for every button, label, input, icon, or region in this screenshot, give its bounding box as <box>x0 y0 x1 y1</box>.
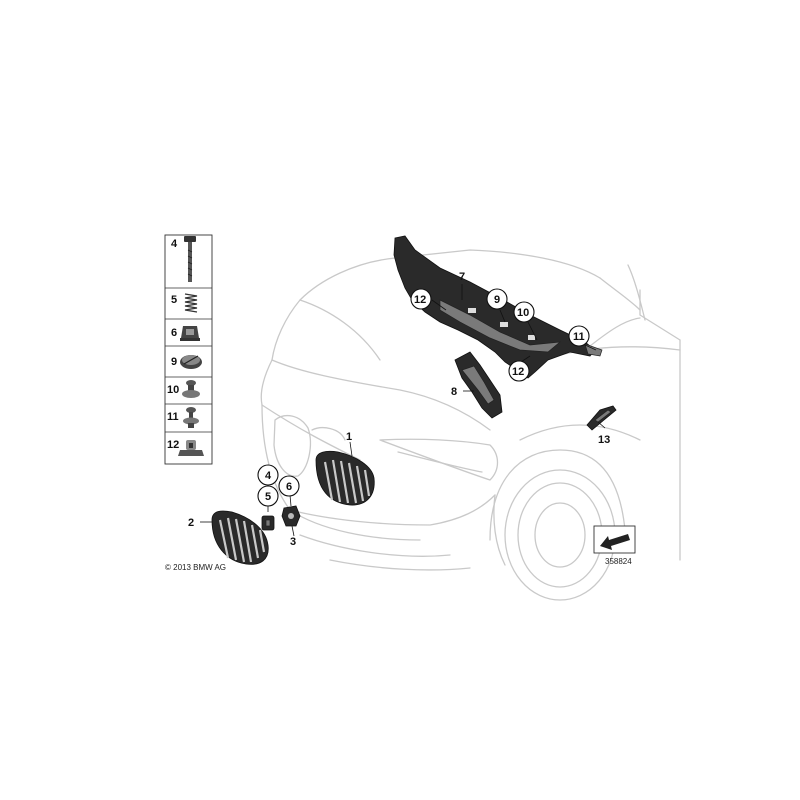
side-trim-piece <box>586 405 617 431</box>
callout-9-circle <box>486 288 508 310</box>
orientation-arrow-box <box>593 525 636 554</box>
callout-4: 4 <box>265 470 272 482</box>
direction-arrow-icon <box>600 534 630 550</box>
legend-num-9: 9 <box>171 356 177 368</box>
kidney-grille-right <box>315 450 375 506</box>
screw-bolt-icon <box>184 236 196 282</box>
callout-13: 13 <box>598 434 610 446</box>
callout-labels: 7 12 9 10 11 12 8 13 1 4 6 5 2 3 <box>188 271 610 548</box>
callout-12-bottom: 12 <box>512 366 524 378</box>
callout-5-circle <box>257 485 279 507</box>
callout-2: 2 <box>188 517 194 529</box>
diagram-number: 358824 <box>605 557 632 566</box>
grille-bracket <box>281 505 301 527</box>
callout-7: 7 <box>459 271 465 283</box>
callout-12-top: 12 <box>414 294 426 306</box>
legend-num-11: 11 <box>167 411 179 423</box>
legend-num-12: 12 <box>167 439 179 451</box>
callout-11-circle <box>568 325 590 347</box>
expanding-nut-icon <box>180 326 200 341</box>
legend-num-6: 6 <box>171 327 177 339</box>
fastener-legend: 4 5 6 9 10 <box>164 234 213 465</box>
copyright-text: © 2013 BMW AG <box>165 563 226 572</box>
rivet-clip-icon <box>183 407 199 428</box>
callout-4-circle <box>257 464 279 486</box>
callout-6: 6 <box>286 481 292 493</box>
clip-nut-icon <box>182 380 200 398</box>
callout-12-circle-bottom <box>508 360 530 382</box>
spring-icon <box>184 293 198 313</box>
callout-3: 3 <box>290 536 296 548</box>
legend-num-10: 10 <box>167 384 179 396</box>
callout-6-circle <box>278 475 300 497</box>
callout-11: 11 <box>573 331 585 343</box>
legend-num-4: 4 <box>171 238 178 250</box>
grille-retainer <box>261 515 275 531</box>
clamp-clip-icon <box>178 440 204 456</box>
callout-9: 9 <box>494 294 500 306</box>
callout-1: 1 <box>346 431 352 443</box>
callout-10-circle <box>513 301 535 323</box>
legend-num-5: 5 <box>171 294 177 306</box>
callout-12-circle-top <box>410 288 432 310</box>
side-cover-bracket <box>454 351 503 419</box>
callout-5: 5 <box>265 491 271 503</box>
body-nut-icon <box>180 355 202 369</box>
callout-10: 10 <box>517 307 529 319</box>
kidney-grille-left <box>211 510 269 565</box>
callout-8: 8 <box>451 386 457 398</box>
